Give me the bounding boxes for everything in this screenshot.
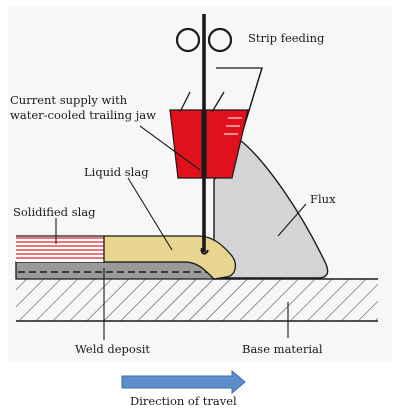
label-weld-deposit: Weld deposit (75, 342, 151, 356)
leader-lines (55, 125, 307, 340)
label-liquid-slag: Liquid slag (84, 165, 149, 179)
label-flux: Flux (310, 192, 336, 206)
leader-liquid-slag (127, 177, 173, 251)
base-material (16, 278, 378, 322)
label-solidified-slag: Solidified slag (13, 205, 96, 219)
feed-roller-left (175, 27, 201, 53)
leader-current-supply (139, 125, 201, 171)
flux-mound (213, 138, 329, 279)
strip-electrode-tip (200, 247, 209, 255)
weld-deposit (15, 261, 216, 280)
leader-flux (277, 203, 307, 237)
liquid-slag (95, 235, 237, 280)
label-current-supply: Current supply with water-cooled trailin… (10, 93, 156, 122)
label-base-material: Base material (242, 342, 323, 356)
direction-arrow (121, 369, 246, 395)
label-strip-feeding: Strip feeding (248, 31, 325, 45)
feed-roller-right (207, 27, 233, 53)
label-direction-of-travel: Direction of travel (130, 394, 237, 408)
solidified-slag (16, 235, 106, 262)
contact-jaw (169, 91, 249, 179)
